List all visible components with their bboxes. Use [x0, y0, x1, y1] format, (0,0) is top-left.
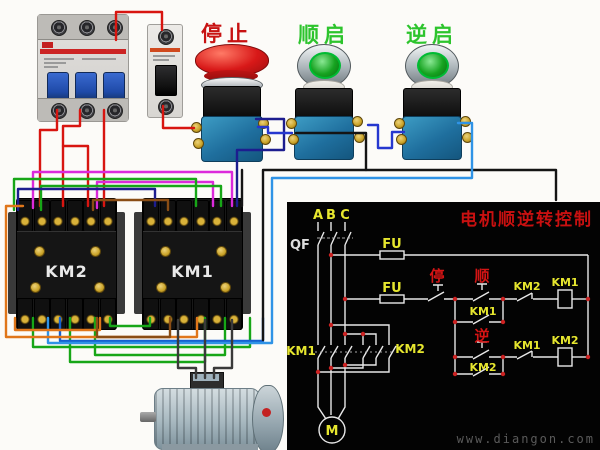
- label-band: [150, 48, 180, 52]
- mounting-wing: [134, 212, 144, 314]
- contactor-km1-label: KM1: [171, 262, 214, 281]
- terminal-screw-icon: [396, 134, 407, 145]
- face-screw-icon: [30, 282, 41, 293]
- stop-button-label: 停止: [201, 22, 253, 46]
- wire-green: [12, 177, 252, 364]
- print-line: [44, 58, 74, 60]
- km2-coil-label: KM2: [551, 334, 578, 347]
- phase-a-label: A: [313, 208, 323, 223]
- km2-main-label: KM2: [395, 342, 425, 356]
- print-line: [153, 55, 175, 57]
- button-base: [201, 116, 263, 162]
- circuit-breaker-1pole: [147, 24, 183, 118]
- fuse-control-label: FU: [382, 281, 401, 296]
- forward-button-label: 顺启: [298, 23, 350, 47]
- forward-button: [286, 44, 365, 160]
- contactor-km1: KM1: [134, 198, 251, 330]
- wire-motor-leads: [176, 318, 234, 380]
- face-screw-icon: [94, 282, 105, 293]
- terminal-screw-icon: [158, 29, 174, 45]
- wire-blue: [256, 123, 406, 150]
- terminal-screw-icon: [352, 116, 363, 127]
- print-line: [153, 59, 169, 61]
- motor-body: [154, 388, 260, 450]
- motor-symbol-label: M: [326, 424, 339, 439]
- km1-coil-label: KM1: [551, 276, 578, 289]
- forward-symbol-label: 顺: [474, 267, 489, 285]
- km2-latch-label: KM2: [469, 361, 496, 374]
- print-line: [44, 62, 66, 64]
- phase-b-label: B: [326, 208, 336, 223]
- button-base: [402, 116, 462, 160]
- motor-shaft: [140, 412, 156, 422]
- motor-badge-icon: [262, 408, 271, 417]
- motor: [140, 372, 285, 450]
- brand-mark: [42, 42, 53, 48]
- terminal-screw-icon: [260, 134, 271, 145]
- wire-orange: [4, 204, 199, 339]
- km1-interlock-label: KM1: [513, 339, 540, 352]
- reverse-symbol-label: 逆: [474, 327, 489, 345]
- print-line: [82, 58, 116, 60]
- fuse-top-label: FU: [382, 237, 401, 252]
- red-stripe: [40, 49, 126, 54]
- print-line: [44, 66, 58, 68]
- face-screw-icon: [90, 246, 101, 257]
- qf-label: QF: [290, 238, 310, 253]
- button-base: [294, 116, 354, 160]
- mounting-wing: [8, 212, 18, 314]
- terminal-screw-icon: [394, 118, 405, 129]
- wire-black: [240, 131, 558, 342]
- terminal-screw-icon: [193, 138, 204, 149]
- km1-main-label: KM1: [287, 344, 316, 358]
- wire-red: [38, 10, 196, 208]
- face-screw-icon: [216, 246, 227, 257]
- contactor-km2: KM2: [8, 198, 125, 330]
- terminal-screw-icon: [79, 20, 95, 36]
- watermark: www.diangon.com: [457, 432, 595, 446]
- top-terminal-row: [17, 200, 116, 232]
- phase-c-label: C: [340, 208, 350, 223]
- wire-brown: [91, 198, 172, 339]
- terminal-screw-icon: [51, 20, 67, 36]
- schematic-title: 电机顺逆转控制: [460, 209, 593, 230]
- junction-dots: [315, 252, 591, 377]
- bottom-terminal-row: [17, 298, 116, 330]
- face-screw-icon: [34, 246, 45, 257]
- reverse-button: [394, 44, 473, 160]
- reverse-button-label: 逆启: [406, 23, 458, 47]
- face-screw-icon: [160, 246, 171, 257]
- stop-button: [191, 44, 271, 162]
- schematic-panel: 电机顺逆转控制 A B C QF FU FU 停 顺 逆 KM1 KM2 KM2…: [286, 202, 600, 450]
- face-screw-icon: [220, 282, 231, 293]
- breaker-toggle: [155, 65, 177, 96]
- schematic-lines: [315, 222, 589, 444]
- schematic-drawing: 电机顺逆转控制 A B C QF FU FU 停 顺 逆 KM1 KM2 KM2…: [286, 208, 595, 446]
- motor-end-cap: [252, 385, 284, 450]
- terminal-screw-icon: [460, 116, 471, 127]
- terminal-screw-icon: [51, 103, 67, 119]
- terminal-screw-icon: [286, 118, 297, 129]
- wire-navy: [16, 117, 286, 212]
- stop-symbol-label: 停: [429, 267, 444, 285]
- wire-light-blue: [46, 121, 474, 345]
- mounting-wing: [241, 212, 251, 314]
- contactor-km2-label: KM2: [45, 262, 88, 281]
- mounting-wing: [115, 212, 125, 314]
- green-cap-icon: [309, 52, 341, 79]
- green-cap-icon: [417, 52, 449, 79]
- motor-feet: [162, 444, 258, 450]
- terminal-screw-icon: [288, 134, 299, 145]
- km2-interlock-label: KM2: [513, 280, 540, 293]
- terminal-screw-icon: [107, 103, 123, 119]
- km1-latch-label: KM1: [469, 305, 496, 318]
- face-screw-icon: [156, 282, 167, 293]
